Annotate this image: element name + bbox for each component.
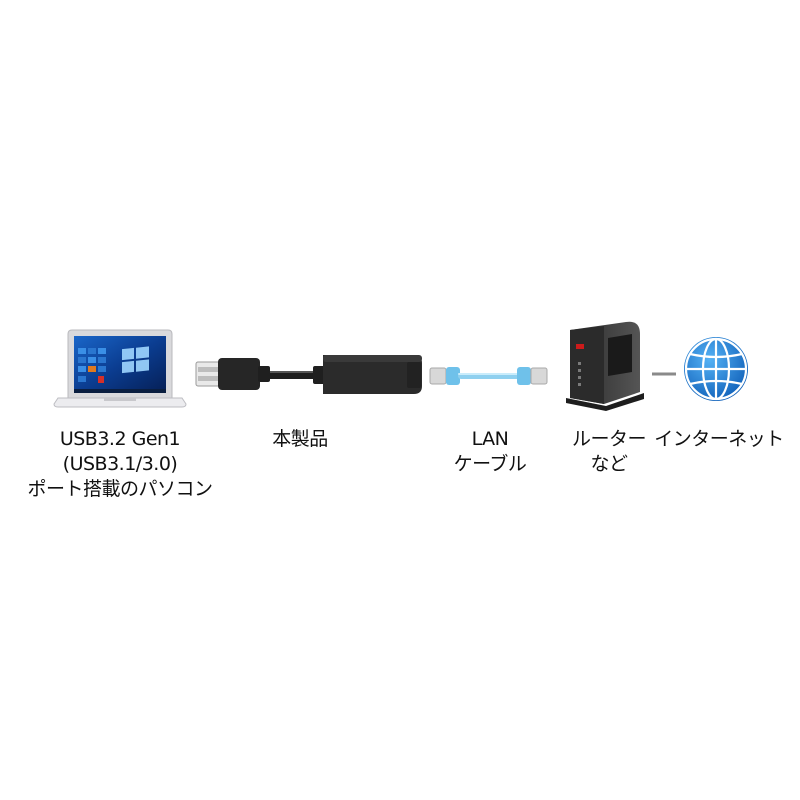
laptop-icon [53,329,187,408]
lan-cable-icon [429,367,548,385]
label-internet: インターネット [654,427,784,452]
windows-logo-icon [122,346,149,374]
label-lan-cable: LAN ケーブル [454,427,527,477]
label-product: 本製品 [272,427,328,452]
label-router-line-2: など [590,453,628,475]
label-pc-line-3: ポート搭載のパソコン [27,478,213,500]
label-internet-line-1: インターネット [654,428,784,450]
label-lan-cable-line-2: ケーブル [453,453,527,475]
label-router: ルーター など [571,427,647,477]
usb-lan-adapter-icon [195,355,422,394]
globe-icon [684,337,748,401]
label-pc-line-1: USB3.2 Gen1 [59,428,181,450]
start-menu-tiles [78,348,106,383]
router-icon [566,321,644,411]
label-pc: USB3.2 Gen1 (USB3.1/3.0) ポート搭載のパソコン [27,427,213,502]
label-lan-cable-line-1: LAN [471,428,509,450]
label-product-line-1: 本製品 [272,428,328,450]
label-router-line-1: ルーター [571,428,647,450]
label-pc-line-2: (USB3.1/3.0) [62,453,178,475]
